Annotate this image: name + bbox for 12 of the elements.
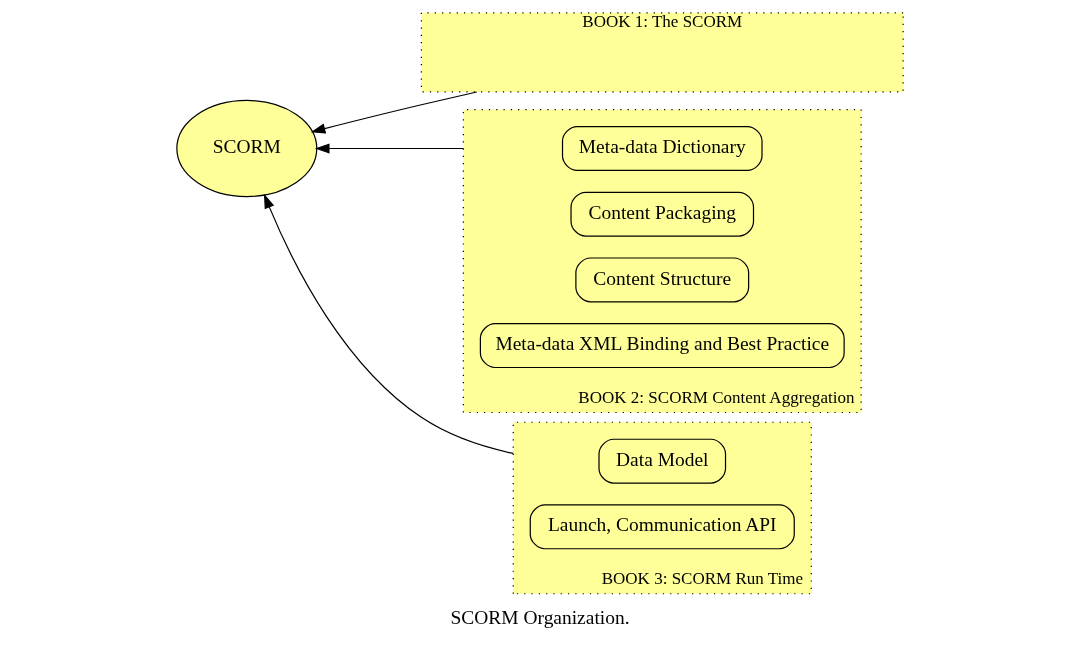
node-box: Data Model (597, 438, 726, 484)
node-box: Meta-data XML Binding and Best Practice (479, 323, 845, 369)
node-box: Content Structure (574, 257, 749, 303)
node-box: Content Packaging (569, 191, 754, 237)
node-ellipse: SCORM (175, 99, 317, 198)
node-box: Meta-data Dictionary (561, 126, 763, 171)
arrow (314, 143, 464, 154)
node-box: Launch, Communication API (529, 504, 795, 550)
caption: SCORM Organization. (449, 606, 630, 628)
arrow (263, 193, 514, 455)
node-box: BOOK 1: The SCORM (420, 12, 904, 93)
arrow (310, 91, 477, 134)
